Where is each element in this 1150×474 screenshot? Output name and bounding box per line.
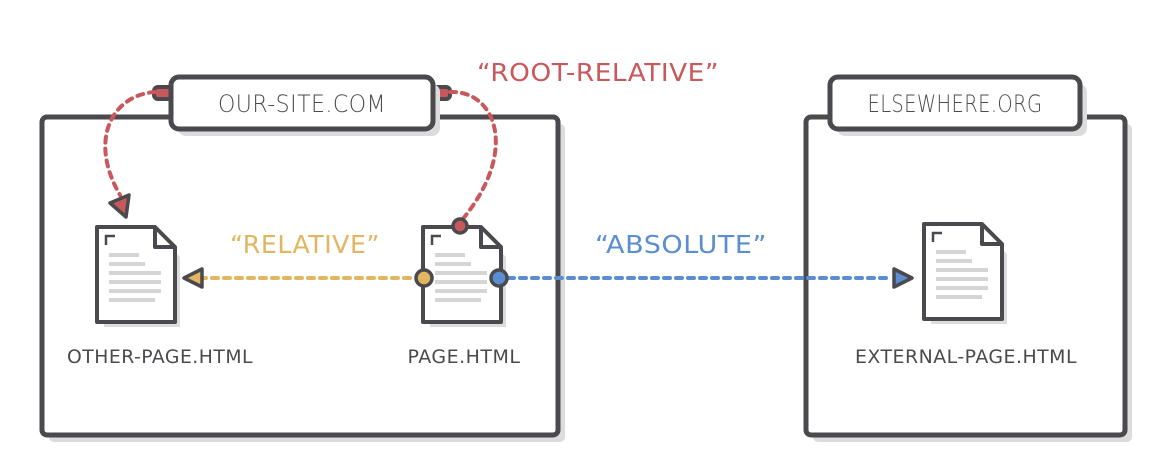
link-root-relative: “ROOT-RELATIVE” bbox=[103, 58, 719, 235]
document-icon bbox=[421, 225, 506, 327]
file-label-other-page: OTHER-PAGE.HTML bbox=[67, 346, 253, 368]
link-absolute: “ABSOLUTE” bbox=[489, 230, 914, 289]
tab-frame bbox=[168, 74, 436, 132]
circle-endpoint-icon bbox=[489, 268, 509, 288]
document-icon bbox=[922, 222, 1007, 324]
file-label-page: PAGE.HTML bbox=[408, 346, 521, 368]
circle-endpoint-icon bbox=[414, 268, 434, 288]
site-tab-elsewhere: ELSEWHERE.ORG bbox=[827, 74, 1087, 136]
link-path bbox=[448, 89, 498, 222]
site-tab-our-site: OUR-SITE.COM bbox=[168, 74, 440, 136]
triangle-arrow-icon bbox=[892, 267, 914, 289]
tab-frame bbox=[827, 74, 1083, 132]
link-path bbox=[103, 90, 157, 197]
file-label-external-page: EXTERNAL-PAGE.HTML bbox=[855, 346, 1077, 368]
triangle-arrow-icon bbox=[108, 193, 131, 219]
site-name-elsewhere: ELSEWHERE.ORG bbox=[868, 90, 1043, 118]
triangle-arrow-icon bbox=[182, 267, 204, 289]
link-label-relative: “RELATIVE” bbox=[230, 230, 380, 259]
document-icon bbox=[95, 225, 180, 327]
link-label-root-relative: “ROOT-RELATIVE” bbox=[477, 58, 719, 87]
circle-endpoint-icon bbox=[451, 217, 469, 235]
link-relative: “RELATIVE” bbox=[182, 230, 434, 289]
site-name-our-site: OUR-SITE.COM bbox=[218, 90, 386, 118]
link-label-absolute: “ABSOLUTE” bbox=[595, 230, 767, 259]
